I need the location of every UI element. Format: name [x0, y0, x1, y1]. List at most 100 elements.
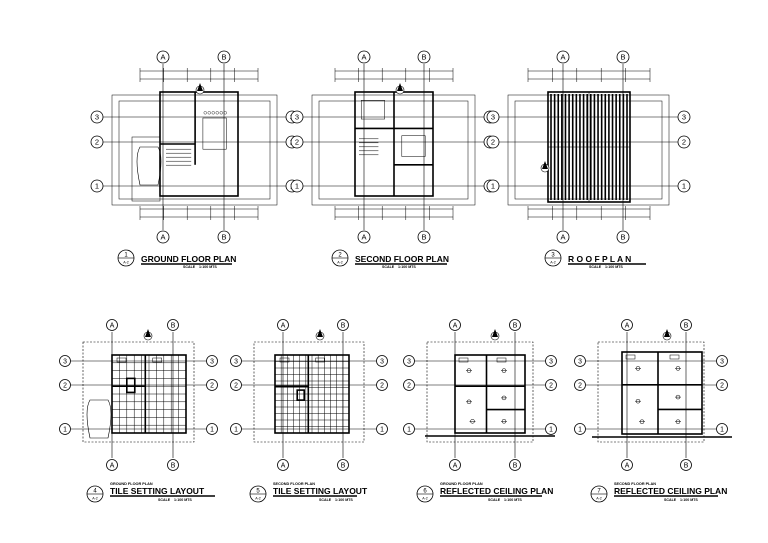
reflected-ceiling-ground-bubble-r2-right-circle [545, 379, 557, 391]
roof-plan-bubble-r1-left-circle [486, 179, 500, 193]
tile-setting-ground-bubble-b-bottom-label: B [171, 462, 176, 469]
tile-setting-ground-bubble-r3-right-circle [206, 355, 218, 367]
tile-setting-ground-bubble-b-bottom-circle [167, 459, 179, 471]
reflected-ceiling-ground-bubble-a-bottom-circle [449, 459, 461, 471]
roof-plan-bubble-r3-right-circle [677, 110, 691, 124]
reflected-ceiling-ground-bubble-b-bottom-circle [509, 459, 521, 471]
tile-setting-second-bubble-b-bottom-circle [337, 459, 349, 471]
second-floor-plan-drawing-number: 2 [338, 253, 342, 259]
second-floor-plan-title: SECOND FLOOR PLAN [355, 254, 449, 264]
tile-setting-ground-car [86, 399, 112, 439]
ground-floor-plan-chair [207, 111, 211, 115]
reflected-ceiling-second-bubble-b-bottom-circle [680, 459, 692, 471]
tile-setting-second-bubble-b-top-label: B [341, 322, 346, 329]
tile-setting-second-bubble-b-top-circle [337, 319, 349, 331]
reflected-ceiling-second-title: REFLECTED CEILING PLAN [614, 486, 727, 496]
tile-setting-ground-scale-label: SCALE [158, 498, 171, 502]
reflected-ceiling-second-bubble-r1-left-label: 1 [578, 426, 582, 433]
tile-setting-second-sheet-ref: A-2 [255, 497, 261, 501]
tile-setting-ground-sheet-ref: A-2 [92, 497, 98, 501]
reflected-ceiling-ground-north-arrow-arrow [492, 329, 498, 337]
roof-plan-north-arrow-arrow [542, 161, 548, 169]
second-floor-plan-bubble-b-top-label: B [421, 53, 426, 62]
second-floor-plan-bubble-a-bottom-circle [357, 230, 371, 244]
tile-setting-second-north-arrow-arrow [317, 329, 323, 337]
reflected-ceiling-ground-outline [454, 354, 526, 434]
roof-plan-bubble-r2-right-circle [677, 135, 691, 149]
reflected-ceiling-ground-scale-label: SCALE [488, 498, 501, 502]
reflected-ceiling-second-bubble-r2-right-label: 2 [720, 382, 724, 389]
roof-plan-bubble-r3-left-label: 3 [491, 113, 495, 122]
tile-setting-second-bubble-a-top-circle [277, 319, 289, 331]
second-floor-plan-bed-2 [360, 100, 385, 120]
reflected-ceiling-second-bubble-a-top-label: A [625, 322, 630, 329]
second-floor-plan-scale-value: 1:100 MTS [398, 265, 416, 269]
reflected-ceiling-ground-bubble-b-bottom-label: B [513, 462, 518, 469]
reflected-ceiling-ground-bubble-r3-right-label: 3 [549, 358, 553, 365]
tile-setting-second-bubble-r1-right-label: 1 [380, 426, 384, 433]
tile-setting-second-bubble-r3-right-label: 3 [380, 358, 384, 365]
plans-layer: ABAB332211ABAB332211ABAB332211ABAB332211… [59, 50, 732, 471]
tile-setting-second-bubble-r3-left-label: 3 [234, 358, 238, 365]
tile-setting-ground-bubble-r1-right-label: 1 [210, 426, 214, 433]
ground-floor-plan-sheet-ref: A-2 [123, 261, 129, 265]
tile-setting-second-bubble-a-bottom-label: A [281, 462, 286, 469]
reflected-ceiling-ground-drawing-number: 6 [423, 489, 427, 495]
second-floor-plan-bubble-a-top-label: A [361, 53, 366, 62]
ground-floor-plan-bubble-a-top-label: A [160, 53, 165, 62]
ground-floor-plan-bubble-r3-left-label: 3 [95, 113, 99, 122]
ground-floor-plan-scale-value: 1:100 MTS [199, 265, 217, 269]
ground-floor-plan-drawing-number: 1 [124, 253, 128, 259]
reflected-ceiling-ground-sheet-ref: A-2 [422, 497, 428, 501]
roof-plan-bubble-r1-right-circle [677, 179, 691, 193]
roof-plan-bubble-a-bottom-label: A [560, 233, 565, 242]
tile-setting-ground-bubble-a-top-label: A [110, 322, 115, 329]
tile-setting-second-bubble-r1-right-circle [376, 423, 388, 435]
ground-floor-plan-bubble-r2-left-label: 2 [95, 138, 99, 147]
ground-floor-plan-bubble-a-bottom-circle [156, 230, 170, 244]
tile-setting-ground-bubble-a-top-circle [106, 319, 118, 331]
reflected-ceiling-ground-bubble-r1-right-label: 1 [549, 426, 553, 433]
tile-setting-second-bubble-r3-right-circle [376, 355, 388, 367]
reflected-ceiling-second-bubble-b-bottom-label: B [684, 462, 689, 469]
tile-setting-second-bubble-r2-left-circle [230, 379, 242, 391]
reflected-ceiling-second-sheet-ref: A-2 [596, 497, 602, 501]
roof-plan-bubble-r3-right-label: 3 [682, 113, 686, 122]
reflected-ceiling-second-bubble-a-bottom-label: A [625, 462, 630, 469]
reflected-ceiling-ground-bubble-a-top-circle [449, 319, 461, 331]
second-floor-plan-sheet-ref: A-2 [337, 261, 343, 265]
tile-setting-ground-bubble-r3-left-circle [59, 355, 71, 367]
tile-setting-ground-title: TILE SETTING LAYOUT [110, 486, 205, 496]
reflected-ceiling-second-bubble-r2-left-circle [574, 379, 586, 391]
second-floor-plan-bubble-r1-left-circle [290, 179, 304, 193]
tile-setting-second-column [296, 389, 306, 401]
roof-plan-drawing-number: 3 [551, 253, 555, 259]
ground-floor-plan-chair [203, 111, 207, 115]
second-floor-plan-north-arrow-arrow [397, 83, 403, 91]
second-floor-plan-bubble-r2-left-circle [290, 135, 304, 149]
tile-setting-ground-scale-value: 1:100 MTS [174, 498, 192, 502]
tile-setting-ground-bubble-r2-left-circle [59, 379, 71, 391]
tile-setting-ground-site-boundary [82, 341, 195, 443]
roof-plan-bubble-r1-right-label: 1 [682, 182, 686, 191]
tile-setting-second-bubble-r2-left-label: 2 [234, 382, 238, 389]
ground-floor-plan-bubble-r2-left-circle [90, 135, 104, 149]
tile-setting-second-bubble-a-top-label: A [281, 322, 286, 329]
roof-plan-bubble-a-top-label: A [560, 53, 565, 62]
second-floor-plan-bubble-b-top-circle [417, 50, 431, 64]
reflected-ceiling-ground-bubble-b-top-label: B [513, 322, 518, 329]
reflected-ceiling-second-bubble-r3-left-circle [574, 355, 586, 367]
ground-floor-plan-title: GROUND FLOOR PLAN [141, 254, 236, 264]
reflected-ceiling-second-bubble-r1-right-circle [716, 423, 728, 435]
ground-floor-plan-bubble-b-top-circle [217, 50, 231, 64]
ground-floor-plan-chair [215, 111, 219, 115]
reflected-ceiling-ground-bubble-r2-right-label: 2 [549, 382, 553, 389]
tile-setting-ground-bubble-r2-right-label: 2 [210, 382, 214, 389]
tile-setting-ground-bubble-r2-left-label: 2 [63, 382, 67, 389]
